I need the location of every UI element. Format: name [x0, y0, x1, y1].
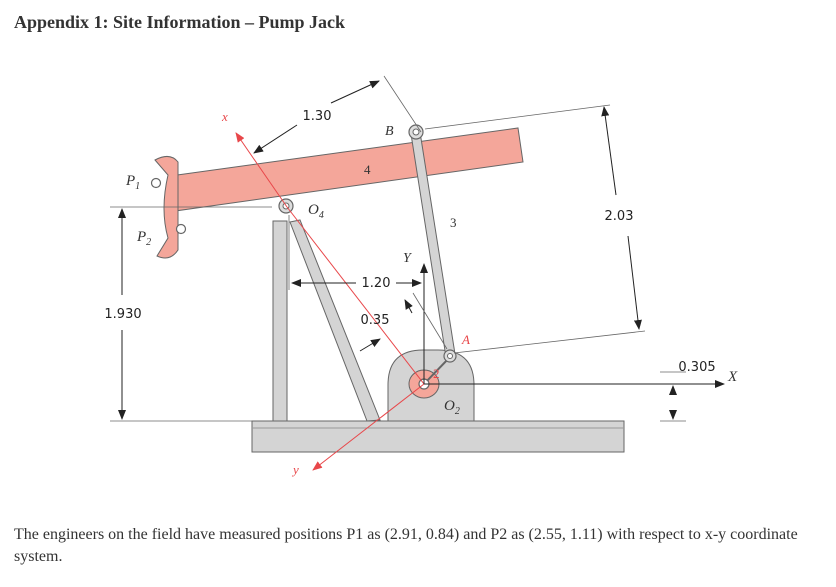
samson-post — [272, 220, 288, 422]
p1-point — [150, 177, 162, 189]
label-link-2: 2 — [433, 366, 440, 381]
label-p1: P1 — [125, 173, 140, 192]
x-axis-rotated — [235, 132, 288, 208]
dim-1930: 1.930 — [104, 307, 141, 322]
label-y-fixed: Y — [403, 251, 413, 266]
page-title: Appendix 1: Site Information – Pump Jack — [14, 12, 346, 32]
walking-beam — [169, 127, 524, 212]
dim-035: 0.35 — [361, 313, 390, 328]
y-axis-rotated — [312, 383, 425, 471]
p2-point — [175, 223, 187, 235]
label-link-3: 3 — [450, 215, 457, 230]
label-link-4: 4 — [364, 162, 371, 177]
base-skid — [251, 420, 625, 453]
label-o2: O2 — [444, 398, 460, 417]
dim-0305: 0.305 — [678, 360, 715, 375]
footer-note: The engineers on the field have measured… — [14, 526, 798, 565]
dim-203: 2.03 — [605, 209, 634, 224]
label-p2: P2 — [136, 229, 151, 248]
label-y-rotated: y — [291, 462, 299, 477]
dim-120: 1.20 — [362, 276, 391, 291]
label-o4: O4 — [308, 202, 324, 221]
label-b: B — [385, 124, 394, 139]
label-x-rotated: x — [221, 109, 228, 124]
label-a: A — [461, 332, 470, 347]
samson-brace — [289, 219, 381, 422]
dim-130: 1.30 — [303, 109, 332, 124]
label-x-fixed: X — [727, 369, 738, 385]
